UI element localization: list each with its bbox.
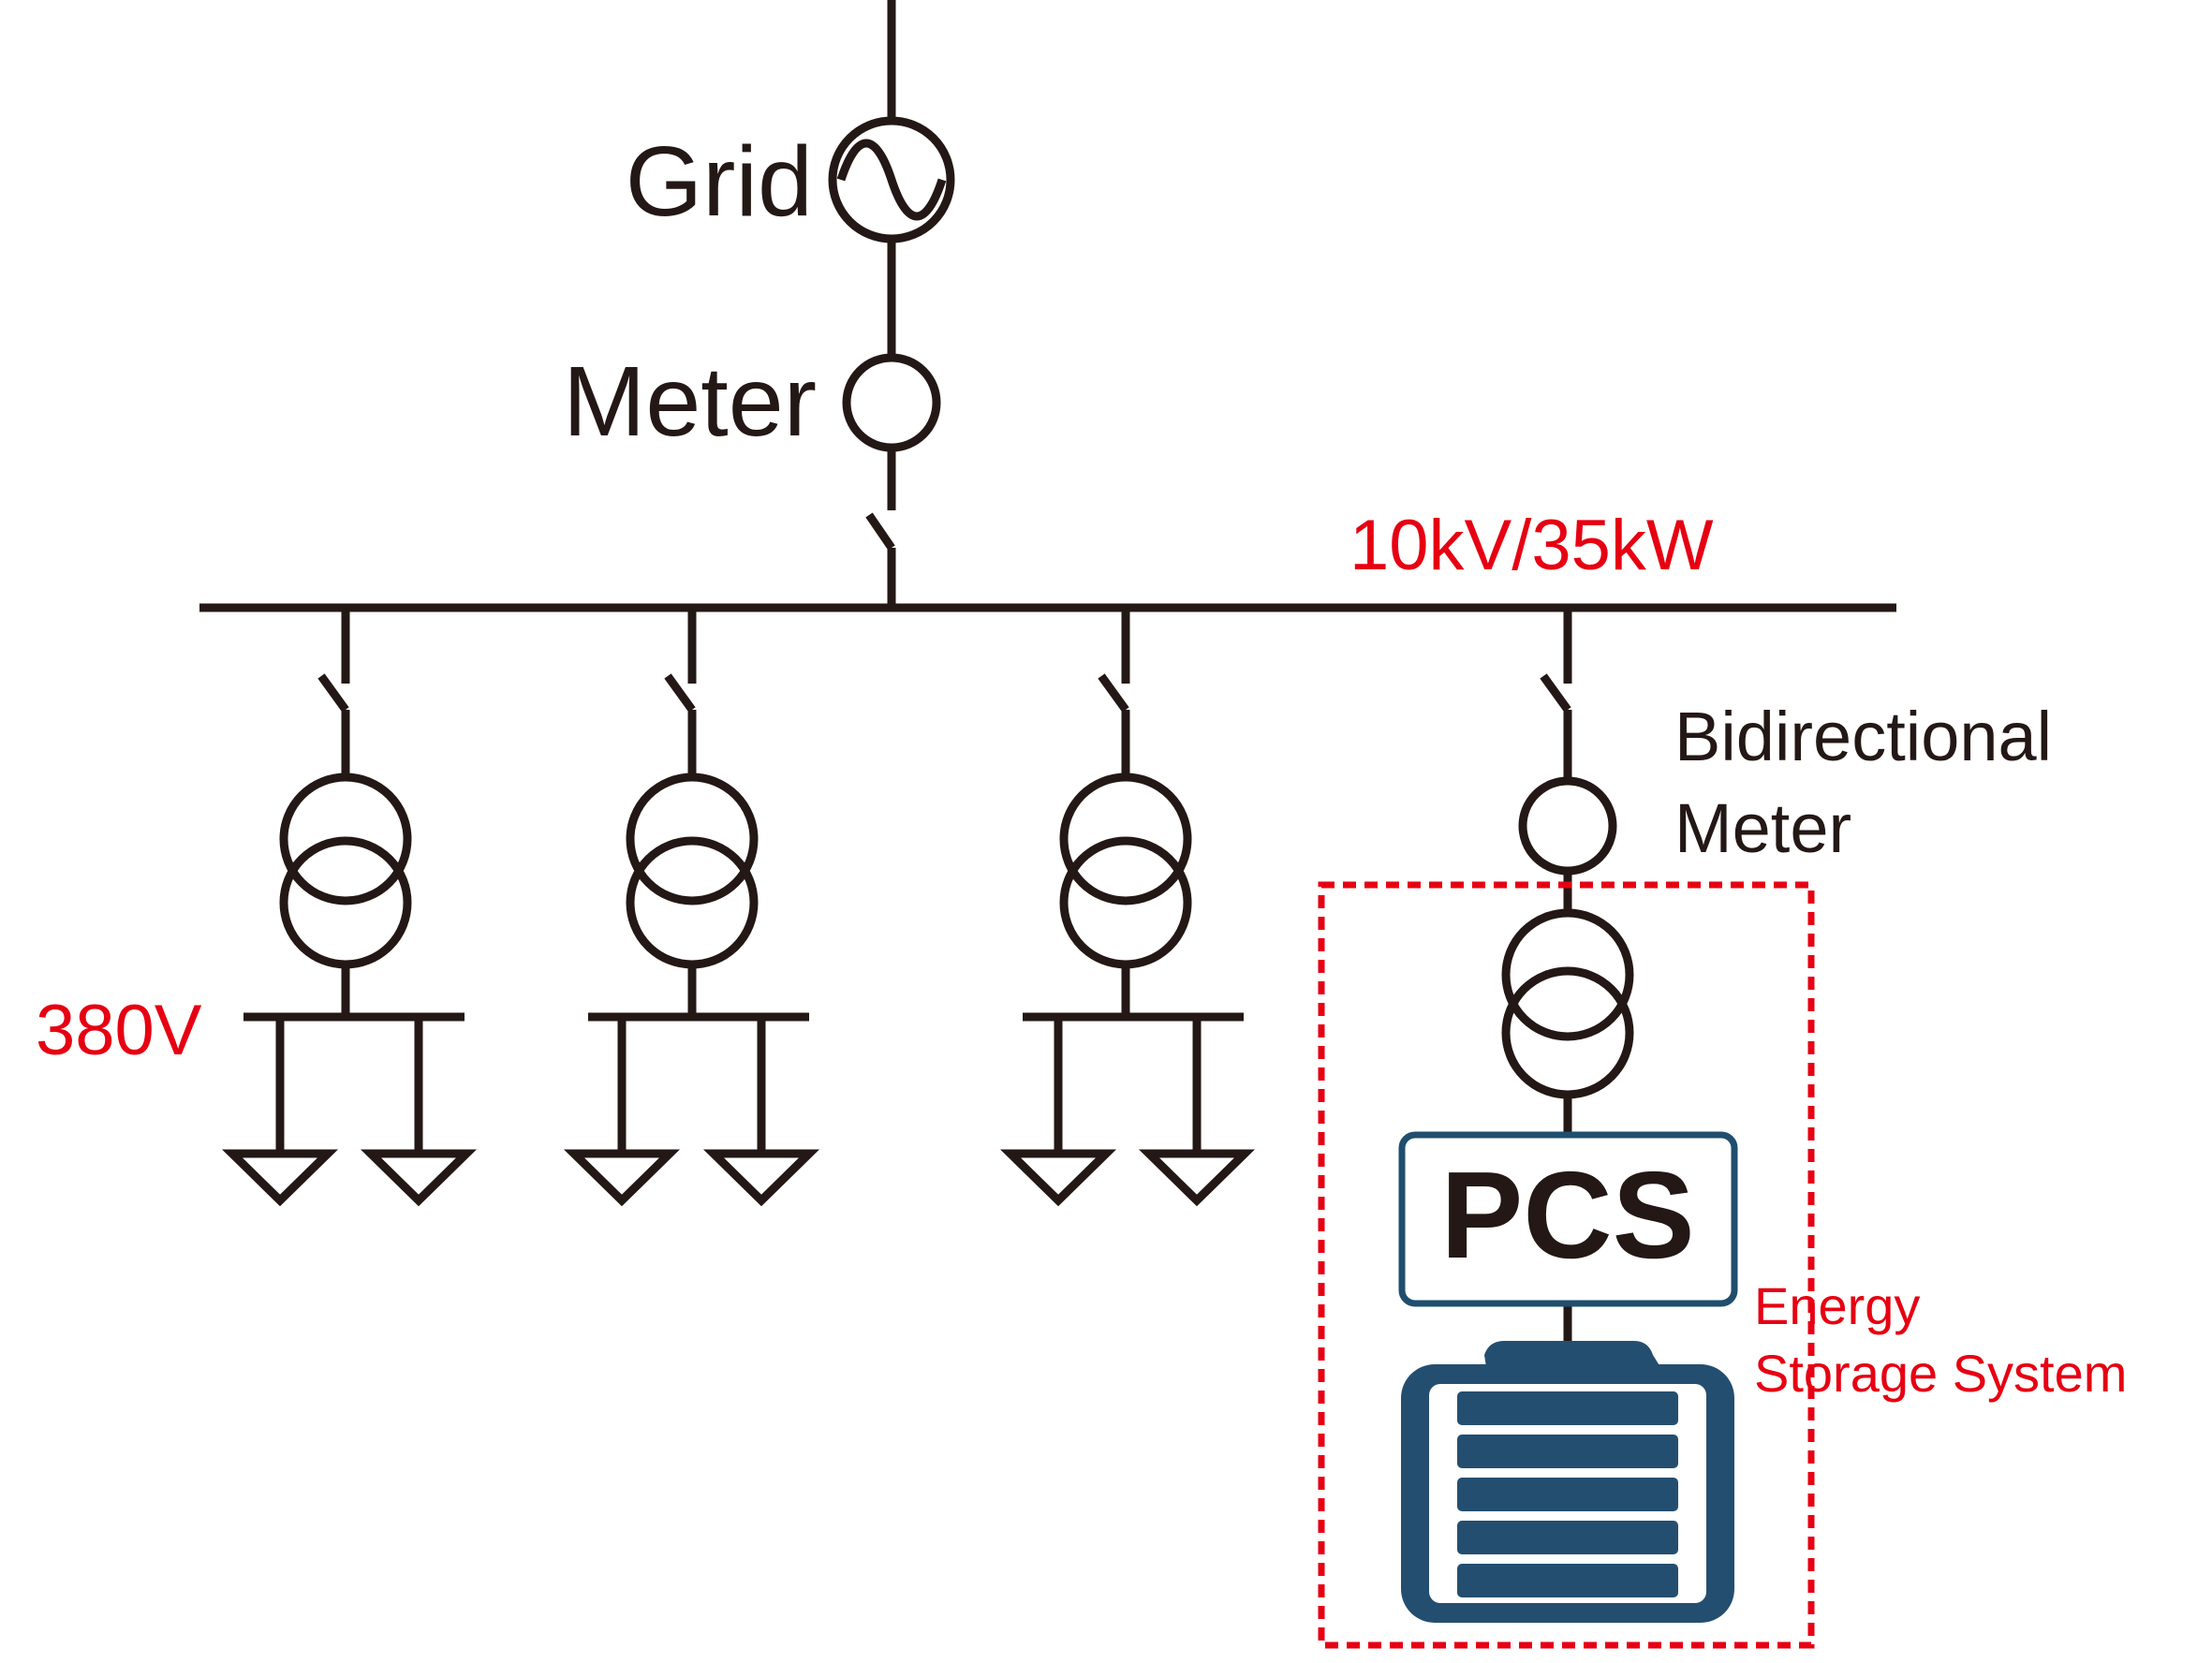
bidirectional-meter-label-line2: Meter — [1674, 789, 1851, 867]
bidirectional-meter-label-line1: Bidirectional — [1674, 698, 2052, 775]
load-icon — [360, 1149, 478, 1207]
transformer-icon — [1059, 773, 1192, 905]
bidirectional-meter-icon — [1518, 776, 1617, 876]
switch-icon — [317, 673, 349, 713]
ess-label-line2: Storage System — [1754, 1344, 2127, 1403]
meter-icon — [842, 353, 941, 452]
battery-cell — [1457, 1521, 1678, 1554]
switch-icon — [1540, 673, 1571, 713]
transformer-icon — [279, 773, 412, 905]
grid-label: Grid — [626, 126, 813, 237]
incoming-feeder — [828, 0, 955, 608]
battery-icon — [1401, 1341, 1734, 1623]
ess-boundary — [1318, 881, 1815, 1649]
battery-cell — [1457, 1391, 1678, 1425]
pcs-block: PCS — [1398, 1131, 1738, 1307]
switch-icon — [664, 673, 696, 713]
storage-feeder — [1501, 608, 1634, 1341]
load-icon — [563, 1149, 681, 1207]
bus-voltage-label: 10kV/35kW — [1349, 506, 1714, 585]
load-icon — [221, 1149, 339, 1207]
battery-cell — [1457, 1478, 1678, 1511]
transformer-icon — [1501, 908, 1634, 1041]
pcs-label: PCS — [1440, 1146, 1694, 1284]
load-feeder-3 — [999, 608, 1256, 1207]
load-feeder-1 — [221, 608, 478, 1207]
ess-label-line1: Energy — [1754, 1276, 1920, 1335]
battery-cell — [1457, 1564, 1678, 1597]
load-icon — [702, 1149, 820, 1207]
meter-label: Meter — [563, 346, 817, 457]
switch-icon — [1098, 673, 1129, 713]
transformer-icon — [626, 773, 759, 905]
load-icon — [1138, 1149, 1256, 1207]
load-feeder-2 — [563, 608, 820, 1207]
battery-cell — [1457, 1435, 1678, 1468]
sine-wave-icon — [836, 139, 947, 221]
load-icon — [999, 1149, 1117, 1207]
main-switch-icon — [865, 512, 895, 551]
low-voltage-label: 380V — [36, 991, 202, 1070]
